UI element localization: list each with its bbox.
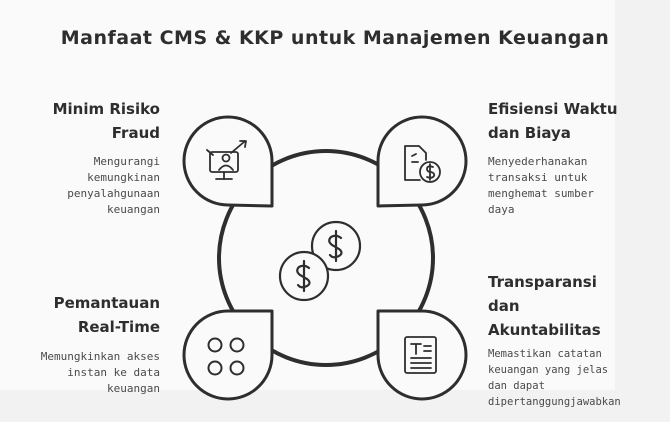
benefit-heading-transparency: Transparansi dan Akuntabilitas — [488, 270, 638, 342]
desc-line: menghemat sumber — [488, 187, 594, 200]
four-circles-grid-icon — [207, 337, 245, 376]
document-dollar-icon — [404, 145, 441, 183]
heading-line: dan — [488, 297, 520, 315]
heading-line: Efisiensi Waktu — [488, 100, 618, 118]
desc-line: Memastikan catatan — [488, 348, 602, 360]
benefit-heading-fraud: Minim Risiko Fraud — [20, 97, 160, 145]
diagram-canvas — [0, 0, 615, 390]
benefit-desc-efficiency: Menyederhanakan transaksi untuk menghema… — [488, 154, 628, 218]
desc-line: Memungkinkan akses — [40, 350, 160, 363]
desc-line: keuangan yang jelas — [488, 364, 609, 376]
node-monitoring — [182, 309, 274, 401]
node-transparency — [376, 309, 468, 401]
heading-line: Pemantauan — [53, 294, 160, 312]
desc-line: Menyederhanakan — [488, 155, 588, 168]
heading-line: Transparansi — [488, 273, 597, 291]
heading-line: Real-Time — [77, 318, 160, 336]
document-text-icon — [404, 336, 437, 374]
desc-line: instan ke data — [67, 366, 160, 379]
heading-line: Fraud — [111, 124, 160, 142]
heading-line: Akuntabilitas — [488, 321, 601, 339]
computer-hacker-icon — [206, 140, 247, 180]
benefit-heading-efficiency: Efisiensi Waktu dan Biaya — [488, 97, 638, 145]
node-efficiency — [376, 115, 468, 208]
heading-line: Minim Risiko — [52, 100, 160, 118]
benefit-heading-monitoring: Pemantauan Real-Time — [20, 291, 160, 339]
desc-line: kemungkinan — [87, 171, 160, 184]
heading-line: dan Biaya — [488, 124, 571, 142]
coins-dollar-icon — [278, 220, 362, 302]
desc-line: transaksi untuk — [488, 171, 588, 184]
benefit-desc-monitoring: Memungkinkan akses instan ke data keuang… — [10, 349, 160, 397]
diagram-title: Manfaat CMS & KKP untuk Manajemen Keuang… — [60, 27, 610, 49]
desc-line: penyalahgunaan — [67, 187, 160, 200]
desc-line: dan dapat — [488, 380, 545, 392]
desc-line: keuangan — [107, 382, 160, 395]
benefit-desc-fraud: Mengurangi kemungkinan penyalahgunaan ke… — [20, 154, 160, 218]
desc-line: Mengurangi — [93, 155, 160, 168]
benefit-desc-transparency: Memastikan catatan keuangan yang jelas d… — [488, 346, 663, 410]
desc-line: dipertanggungjawabkan — [488, 396, 621, 408]
desc-line: daya — [488, 203, 515, 216]
center-ring — [217, 149, 435, 367]
desc-line: keuangan — [107, 203, 160, 216]
